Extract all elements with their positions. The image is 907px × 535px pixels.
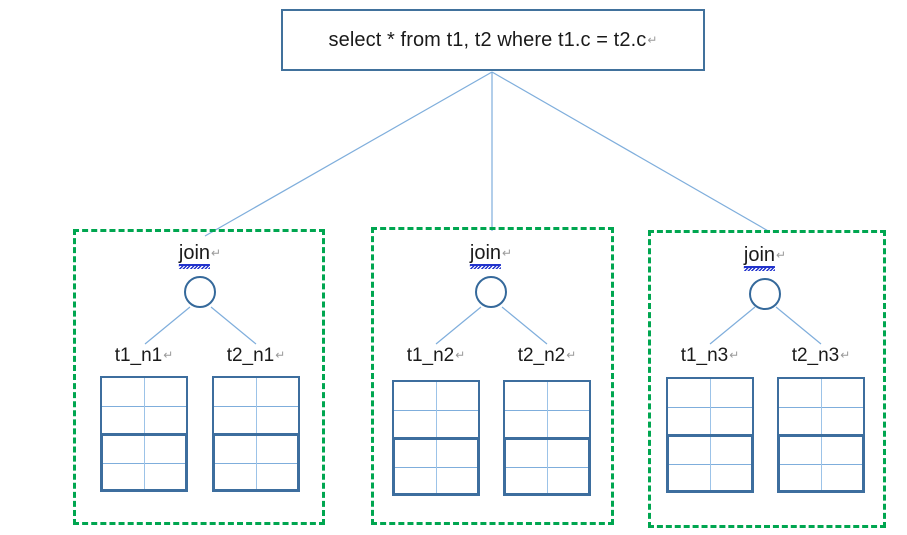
column-divider <box>144 436 145 489</box>
sql-query-text: select * from t1, t2 where t1.c = t2.c↵ <box>329 29 658 52</box>
table-half-upper <box>392 380 480 439</box>
column-divider <box>547 440 548 493</box>
table-caption-3-left: t1_n3↵ <box>680 345 740 366</box>
join-node-circle-2 <box>475 276 507 308</box>
column-divider <box>710 437 711 490</box>
paragraph-mark-icon: ↵ <box>211 246 222 261</box>
join-node-circle-1 <box>184 276 216 308</box>
table-half-lower <box>666 434 754 493</box>
table-half-lower <box>100 433 188 492</box>
connector-to-group-3 <box>491 71 771 233</box>
paragraph-mark-icon: ↵ <box>455 348 466 363</box>
table-half-upper <box>503 380 591 439</box>
connector-to-group-1 <box>204 71 493 237</box>
spellcheck-squiggle-icon <box>469 265 502 269</box>
column-divider <box>547 382 548 437</box>
join-word-3: join <box>743 245 776 271</box>
column-divider <box>710 379 711 434</box>
node-group-2 <box>371 227 614 525</box>
column-divider <box>821 437 822 490</box>
join-label-2: join↵ <box>469 243 513 269</box>
spellcheck-squiggle-icon <box>178 265 211 269</box>
paragraph-mark-icon: ↵ <box>566 348 577 363</box>
table-grid-1-left <box>100 376 188 494</box>
table-grid-3-right <box>777 377 865 495</box>
table-caption-3-right: t2_n3↵ <box>791 345 851 366</box>
join-word-1: join <box>178 243 211 269</box>
table-half-upper <box>100 376 188 435</box>
column-divider <box>256 378 257 433</box>
table-caption-2-left: t1_n2↵ <box>406 345 466 366</box>
column-divider <box>821 379 822 434</box>
join-label-1: join↵ <box>178 243 222 269</box>
paragraph-mark-icon: ↵ <box>776 248 787 263</box>
table-half-lower <box>212 433 300 492</box>
join-node-circle-3 <box>749 278 781 310</box>
spellcheck-squiggle-icon <box>743 267 776 271</box>
table-half-upper <box>666 377 754 436</box>
paragraph-mark-icon: ↵ <box>647 32 658 47</box>
join-label-3: join↵ <box>743 245 787 271</box>
table-caption-1-right: t2_n1↵ <box>226 345 286 366</box>
column-divider <box>436 440 437 493</box>
node-group-3 <box>648 230 886 528</box>
paragraph-mark-icon: ↵ <box>502 246 513 261</box>
table-half-upper <box>777 377 865 436</box>
paragraph-mark-icon: ↵ <box>840 348 851 363</box>
join-word-2: join <box>469 243 502 269</box>
column-divider <box>436 382 437 437</box>
sql-query-string: select * from t1, t2 where t1.c = t2.c <box>328 28 647 51</box>
paragraph-mark-icon: ↵ <box>275 348 286 363</box>
table-caption-1-left: t1_n1↵ <box>114 345 174 366</box>
table-grid-2-left <box>392 380 480 498</box>
column-divider <box>144 378 145 433</box>
paragraph-mark-icon: ↵ <box>163 348 174 363</box>
table-grid-3-left <box>666 377 754 495</box>
node-group-1 <box>73 229 325 525</box>
table-half-lower <box>392 437 480 496</box>
sql-query-box: select * from t1, t2 where t1.c = t2.c↵ <box>281 9 705 71</box>
table-half-lower <box>503 437 591 496</box>
table-grid-1-right <box>212 376 300 494</box>
table-grid-2-right <box>503 380 591 498</box>
column-divider <box>256 436 257 489</box>
table-half-lower <box>777 434 865 493</box>
table-half-upper <box>212 376 300 435</box>
table-caption-2-right: t2_n2↵ <box>517 345 577 366</box>
paragraph-mark-icon: ↵ <box>729 348 740 363</box>
